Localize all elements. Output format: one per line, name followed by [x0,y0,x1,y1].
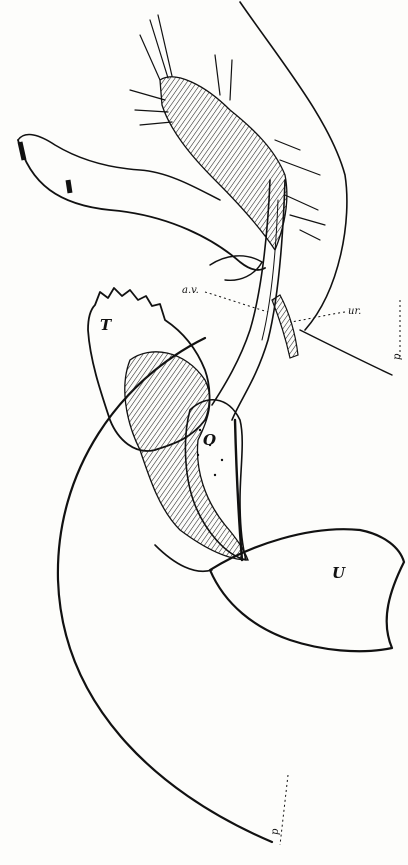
label-ur: ur. [348,306,361,317]
u-lower-curve [155,545,212,571]
shaded-gland [125,352,248,560]
right-boundary-line [300,330,392,375]
label-o: O [203,431,216,449]
label-u: U [332,564,346,582]
label-av: a.v. [182,285,199,296]
ureter-tube [272,295,298,358]
label-p-bottom: p [270,828,281,835]
leader-p-bottom [280,775,288,845]
label-t: T [100,316,113,334]
label-p-top: p [392,353,403,360]
